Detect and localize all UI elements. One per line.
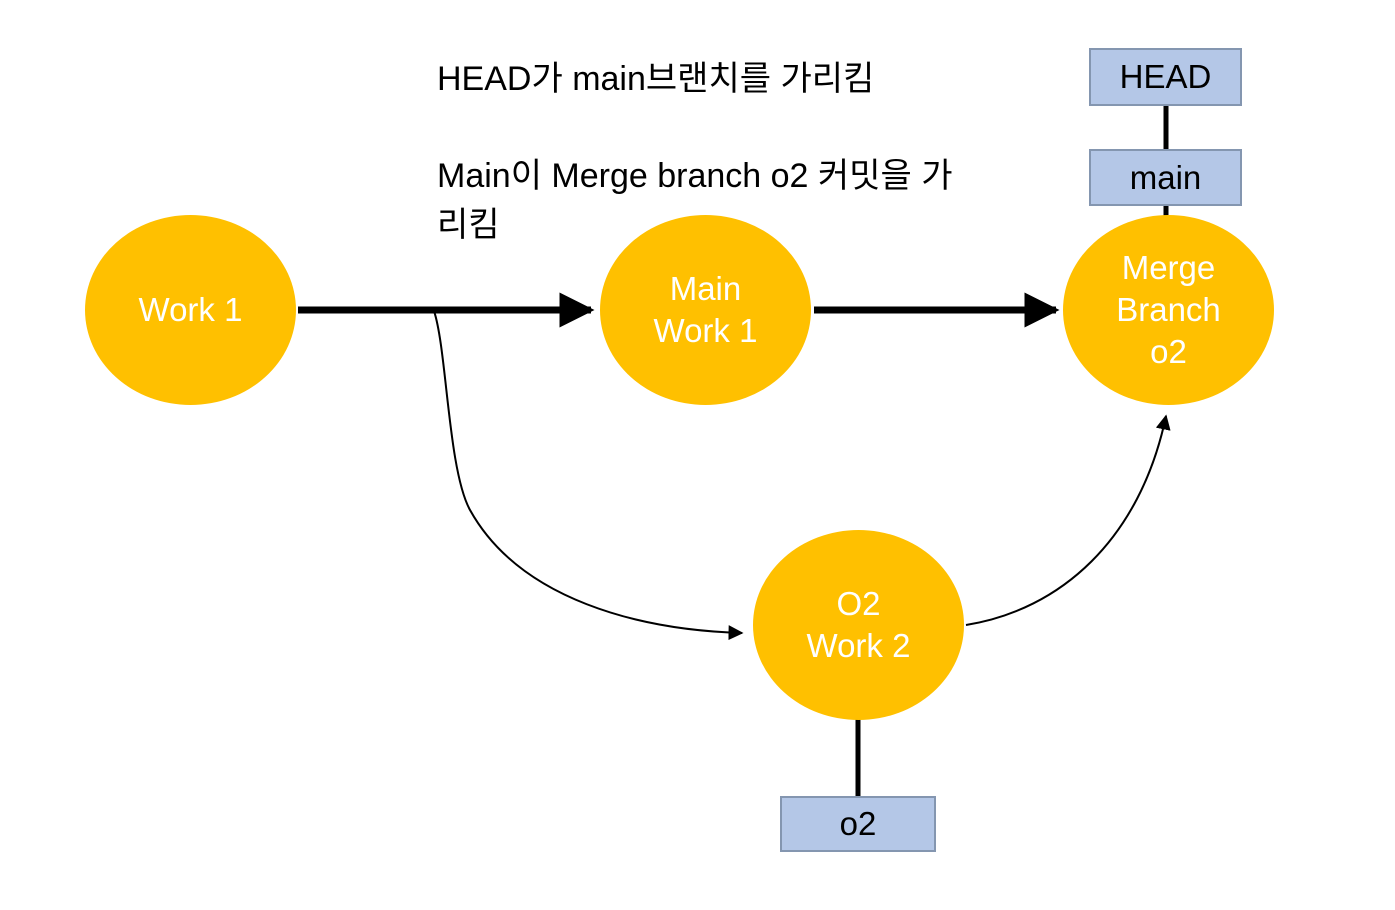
edge-o2work2-to-merge	[965, 414, 1171, 626]
commit-label-merge-branch-o2: Merge Branch o2	[1116, 249, 1221, 370]
edge-work1-to-o2work2	[433, 310, 744, 641]
commit-node-o2-work-2[interactable]: O2 Work 2	[753, 530, 964, 720]
note-main-points-merge: Main이 Merge branch o2 커밋을 가 리킴	[437, 157, 953, 244]
note-head-points-main: HEAD가 main브랜치를 가리킴	[437, 60, 875, 98]
ref-box-main[interactable]: main	[1089, 149, 1242, 206]
ref-box-o2[interactable]: o2	[780, 796, 936, 852]
commit-node-work-1[interactable]: Work 1	[85, 215, 296, 405]
commit-node-merge-branch-o2[interactable]: Merge Branch o2	[1063, 215, 1274, 405]
ref-box-head[interactable]: HEAD	[1089, 48, 1242, 106]
commit-label-main-work-1: Main Work 1	[653, 270, 758, 349]
ref-label-head: HEAD	[1119, 58, 1212, 95]
ref-label-o2: o2	[839, 805, 877, 842]
ref-label-main: main	[1129, 158, 1202, 196]
commit-node-main-work-1[interactable]: Main Work 1	[600, 215, 811, 405]
commit-label-o2-work-2: O2 Work 2	[806, 585, 911, 664]
commit-label-work-1: Work 1	[138, 291, 243, 328]
